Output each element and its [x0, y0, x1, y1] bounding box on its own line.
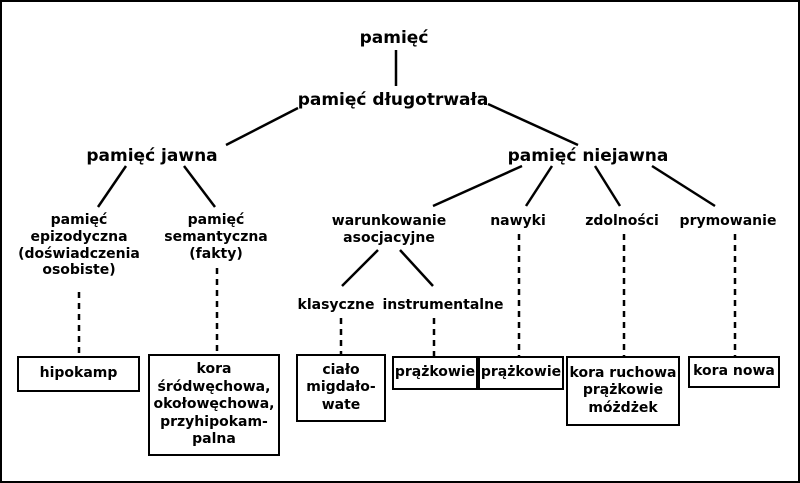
- node-priming: prymowanie: [679, 213, 777, 229]
- node-semantic: pamięć semantyczna (fakty): [164, 212, 268, 262]
- motor-line-2: prążkowie: [582, 382, 664, 399]
- edge-longterm-implicit: [487, 102, 579, 147]
- edge-implicit-skills: [524, 165, 554, 207]
- cortex-line-4: przyhipokam-: [160, 413, 268, 430]
- striatum-instrumental-line-1: prążkowie: [394, 364, 476, 381]
- amygdala-line-1: ciało: [322, 361, 360, 378]
- box-striatum-skills: prążkowie: [478, 356, 564, 390]
- cortex-line-3: okołowęchowa,: [153, 396, 275, 413]
- episodic-line-3: (doświadczenia: [18, 245, 140, 262]
- cortex-line-1: kora: [196, 361, 232, 378]
- episodic-line-1: pamięć: [50, 212, 108, 228]
- node-long-term: pamięć długotrwała: [297, 90, 489, 110]
- node-conditioning: warunkowanie asocjacyjne: [332, 213, 446, 247]
- hippocampus-line-1: hipokamp: [39, 365, 118, 382]
- node-skills: nawyki: [490, 213, 546, 229]
- semantic-line-1: pamięć: [187, 212, 245, 228]
- semantic-line-2: semantyczna: [164, 228, 268, 245]
- cortex-line-5: palna: [192, 431, 236, 448]
- node-episodic: pamięć epizodyczna (doświadczenia osobis…: [18, 212, 140, 279]
- cortex-line-2: śródwęchowa,: [157, 378, 271, 395]
- box-amygdala: ciało migdało- wate: [296, 354, 386, 422]
- node-classical: klasyczne: [297, 297, 375, 313]
- box-striatum-instrumental: prążkowie: [392, 356, 478, 390]
- edge-implicit-abilities: [593, 165, 622, 207]
- node-implicit: pamięć niejawna: [507, 146, 669, 166]
- edge-explicit-episodic: [96, 165, 128, 208]
- conditioning-line-2: asocjacyjne: [343, 229, 435, 246]
- box-cortex: kora śródwęchowa, okołowęchowa, przyhipo…: [148, 354, 280, 456]
- amygdala-line-2: migdało-: [306, 379, 376, 396]
- neocortex-line-1: kora nowa: [693, 363, 775, 380]
- amygdala-line-3: wate: [321, 396, 361, 413]
- edge-longterm-explicit: [225, 106, 299, 147]
- edge-implicit-priming: [651, 164, 716, 208]
- edge-explicit-semantic: [183, 165, 216, 208]
- semantic-line-3: (fakty): [189, 245, 243, 262]
- box-neocortex: kora nowa: [688, 356, 780, 388]
- edge-conditioning-instrumental: [399, 249, 434, 287]
- node-instrumental: instrumentalne: [382, 297, 504, 313]
- episodic-line-4: osobiste): [42, 262, 116, 279]
- edge-conditioning-classical: [341, 249, 379, 287]
- node-root: pamięć: [359, 28, 429, 48]
- node-explicit: pamięć jawna: [86, 146, 218, 166]
- motor-line-3: móżdżek: [588, 399, 658, 416]
- striatum-skills-line-1: prążkowie: [480, 364, 562, 381]
- episodic-line-2: epizodyczna: [30, 228, 128, 245]
- conditioning-line-1: warunkowanie: [331, 213, 447, 229]
- box-hippocampus: hipokamp: [17, 356, 140, 392]
- box-motor: kora ruchowa prążkowie móżdżek: [566, 356, 680, 426]
- node-abilities: zdolności: [585, 213, 659, 229]
- edge-implicit-conditioning: [432, 164, 523, 208]
- motor-line-1: kora ruchowa: [569, 364, 677, 381]
